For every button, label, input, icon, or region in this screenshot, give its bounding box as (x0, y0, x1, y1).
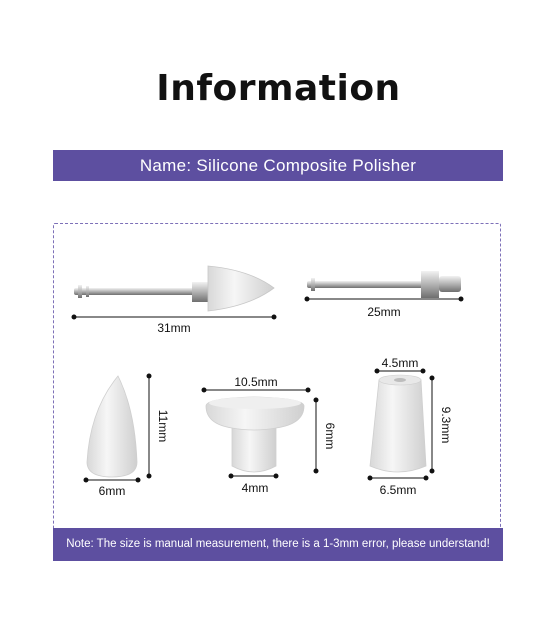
measurement-note: Note: The size is manual measurement, th… (53, 528, 503, 561)
cup-polisher (205, 396, 305, 473)
dim-label-cup-base: 4mm (242, 481, 269, 495)
dim-label-shank-long: 31mm (157, 321, 190, 335)
dim-label-cup-height: 6mm (323, 423, 337, 450)
page-title: Information (156, 68, 401, 109)
dim-label-cone-base: 6mm (99, 484, 126, 498)
dim-label-cyl-base: 6.5mm (380, 483, 417, 497)
product-name-banner: Name: Silicone Composite Polisher (53, 150, 503, 181)
dim-label-cone-height: 11mm (156, 410, 170, 442)
dimension-endpoints (71, 296, 464, 483)
dim-label-cyl-top: 4.5mm (382, 356, 419, 370)
mandrel-25mm (307, 271, 461, 298)
cylinder-polisher (369, 374, 427, 473)
dim-label-cup-top: 10.5mm (234, 375, 277, 389)
cone-polisher (86, 375, 138, 478)
dim-label-cyl-height: 9.3mm (439, 407, 453, 444)
dimension-lines (74, 298, 461, 481)
polisher-with-shank-31mm (74, 265, 275, 312)
dim-label-shank-short: 25mm (367, 305, 400, 319)
